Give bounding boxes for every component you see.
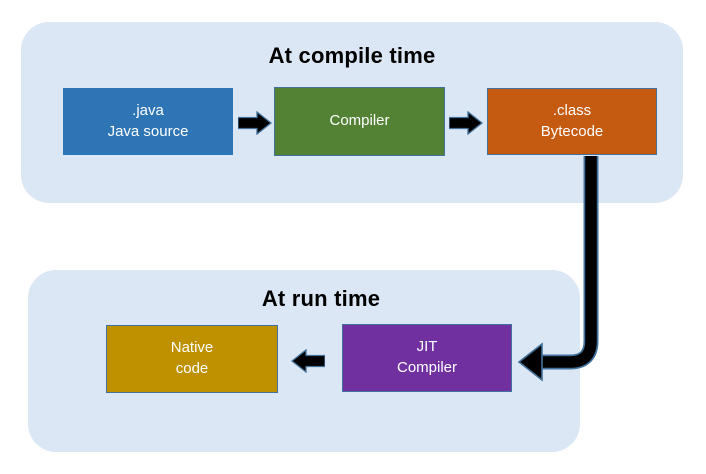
compiler-box: Compiler [274,87,445,156]
jit-compiler-box: JIT Compiler [342,324,512,392]
bytecode-box: .class Bytecode [487,88,657,155]
bytecode-line1: .class [552,101,592,119]
jit-compiler-line1: JIT [416,338,438,356]
right-arrow-icon [238,111,272,135]
java-source-box: .java Java source [63,88,233,155]
jit-compiler-line2: Compiler [396,359,457,376]
right-arrow-icon [449,111,483,135]
bytecode-line2: Bytecode [540,122,604,140]
native-code-line2: code [175,360,209,377]
native-code-line1: Native [170,339,214,357]
java-source-line1: .java [132,101,164,119]
java-source-line2: Java source [107,122,189,140]
native-code-box: Native code [106,325,278,393]
left-arrow-icon [291,349,325,373]
run-time-title: At run time [261,286,381,311]
compile-time-title: At compile time [268,43,436,68]
compiler-label: Compiler [329,112,390,130]
